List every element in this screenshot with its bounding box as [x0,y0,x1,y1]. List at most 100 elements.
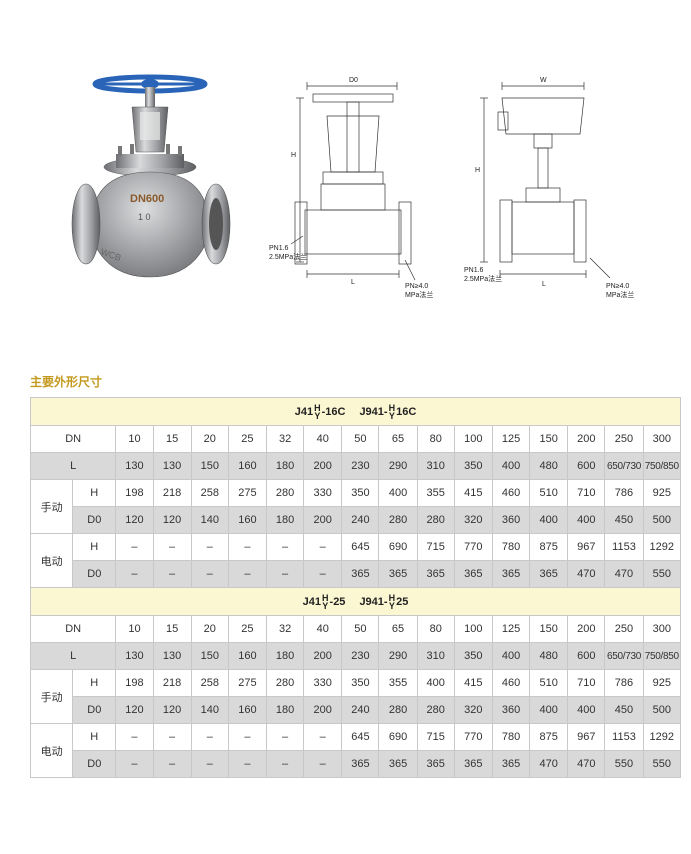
table-cell: 218 [152,479,192,507]
drawing1-note-left-1: PN1.6 [269,245,289,252]
table-cell: 290 [378,642,418,670]
table-cell: 10 [115,425,154,453]
table-cell: – [115,723,154,751]
table-cell: 150 [529,425,569,453]
model-variant-bottom: Y [388,600,395,611]
table-cell: 470 [529,750,569,778]
table-cell: 350 [341,669,380,697]
table-cell: 200 [303,506,343,534]
electric-h-row-label: H [72,723,117,751]
table-cell: – [152,723,192,751]
drawing1-length-label: L [351,279,355,286]
drawing2-width-label: W [540,77,547,84]
table-cell: 460 [491,479,531,507]
table-cell: 130 [152,452,192,480]
table-cell: 710 [567,669,606,697]
model-variant-bottom: Y [314,410,321,421]
table-cell: 1153 [604,533,644,561]
drawing2-note-right-2: MPa法兰 [606,290,634,299]
table-cell: 967 [567,533,606,561]
table-cell: 786 [604,669,644,697]
table-cell: 15 [152,615,192,643]
table-cell: 690 [378,723,418,751]
table-cell: 780 [491,723,531,751]
drawing2-length-label: L [542,281,546,288]
table-cell: 510 [529,479,569,507]
table-cell: 198 [115,479,154,507]
table-cell: 140 [190,506,229,534]
table-cell: 480 [529,452,569,480]
table-cell: 100 [453,425,493,453]
manual-group-label: 手动 [29,669,74,724]
drawing1-note-right-1: PN≥4.0 [405,283,428,290]
table-cell: – [190,560,229,588]
table-cell: 65 [378,425,418,453]
table-cell: 350 [453,642,493,670]
manual-d0-row-label: D0 [72,696,117,724]
valve-photo: DN600 1 0 WCB [71,74,231,278]
table-cell: 470 [567,560,606,588]
electric-group-label: 电动 [29,533,74,588]
table-cell: – [190,750,229,778]
table-cell: 50 [341,425,380,453]
table-cell: – [227,723,268,751]
table-cell: – [227,560,268,588]
drawing2-note-left-1: PN1.6 [464,267,484,274]
table-cell: 415 [453,479,493,507]
table-cell: 125 [491,615,531,643]
table-cell: 150 [190,642,229,670]
manual-group-label: 手动 [29,479,74,534]
table-cell: 650/730 [604,452,644,480]
electric-d0-row-label: D0 [72,560,117,588]
table-cell: 770 [453,723,493,751]
table-cell: 275 [227,479,268,507]
table-cell: 310 [416,642,455,670]
table-cell: 125 [491,425,531,453]
table-cell: 280 [416,696,455,724]
table-cell: – [265,723,305,751]
table-cell: 100 [453,615,493,643]
table-cell: 310 [416,452,455,480]
table-cell: 450 [604,506,644,534]
table-cell: 320 [453,506,493,534]
table-cell: 80 [416,425,455,453]
table-cell: 650/730 [604,642,644,670]
electric-group-label: 电动 [29,723,74,778]
drawing1-width-label: D0 [349,77,358,84]
l-row-label: L [29,642,117,670]
table-cell: 460 [491,669,531,697]
dn-row-label: DN [29,615,117,643]
table-cell: – [265,560,305,588]
table-cell: 130 [115,452,154,480]
table-cell: 25 [227,615,268,643]
model-b-prefix: J941- [359,405,388,418]
drawing2-height-label: H [475,167,480,174]
table-cell: 365 [491,750,531,778]
table-cell: 1153 [604,723,644,751]
table-cell: 365 [491,560,531,588]
table-cell: – [303,723,343,751]
table-cell: – [265,750,305,778]
table-cell: – [227,533,268,561]
l-row-label: L [29,452,117,480]
table-cell: 750/850 [642,452,682,480]
table-cell: 715 [416,533,455,561]
model-b-prefix: J941- [359,595,388,608]
table-cell: – [152,533,192,561]
table-cell: 365 [416,750,455,778]
table-cell: 10 [115,615,154,643]
table-cell: 365 [453,560,493,588]
table-cell: 480 [529,642,569,670]
table-cell: 967 [567,723,606,751]
model-variant-bottom: Y [388,410,395,421]
model-a-suffix: -25 [329,595,346,608]
model-b-suffix: 25 [396,595,409,608]
